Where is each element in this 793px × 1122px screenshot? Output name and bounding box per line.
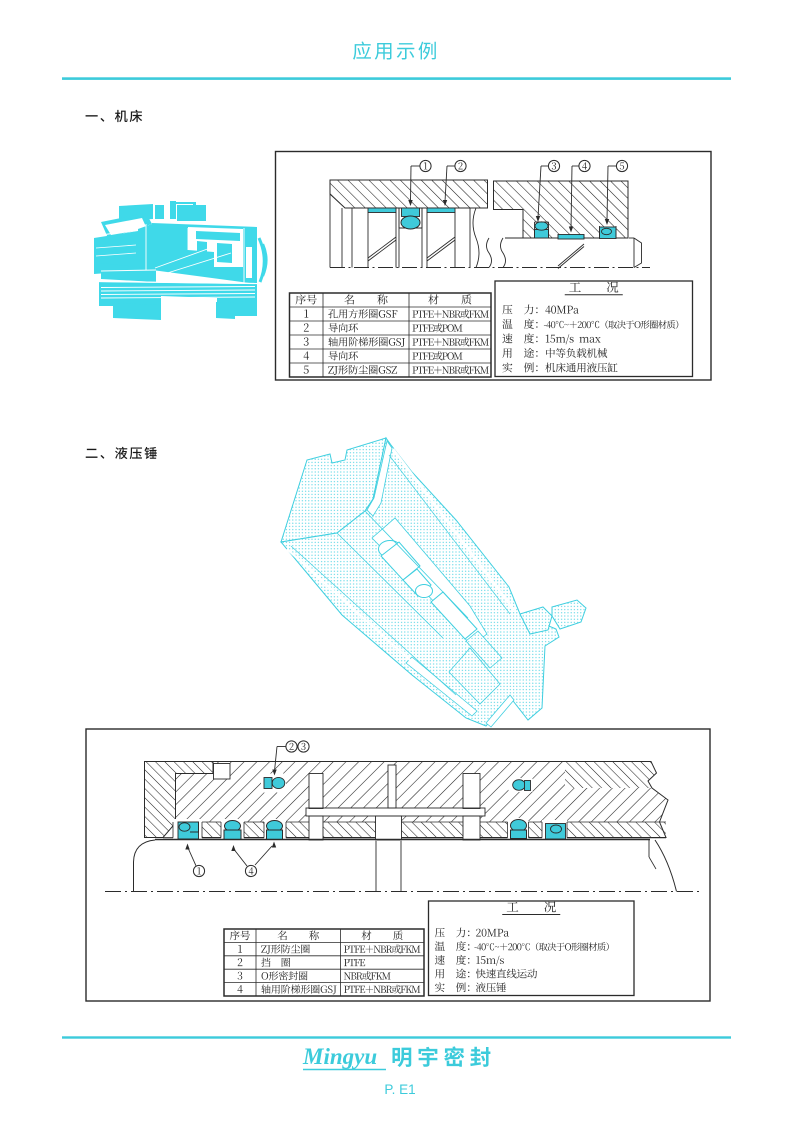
svg-text:Mingyu: Mingyu — [302, 1044, 377, 1069]
svg-text:P. E1: P. E1 — [384, 1082, 415, 1097]
